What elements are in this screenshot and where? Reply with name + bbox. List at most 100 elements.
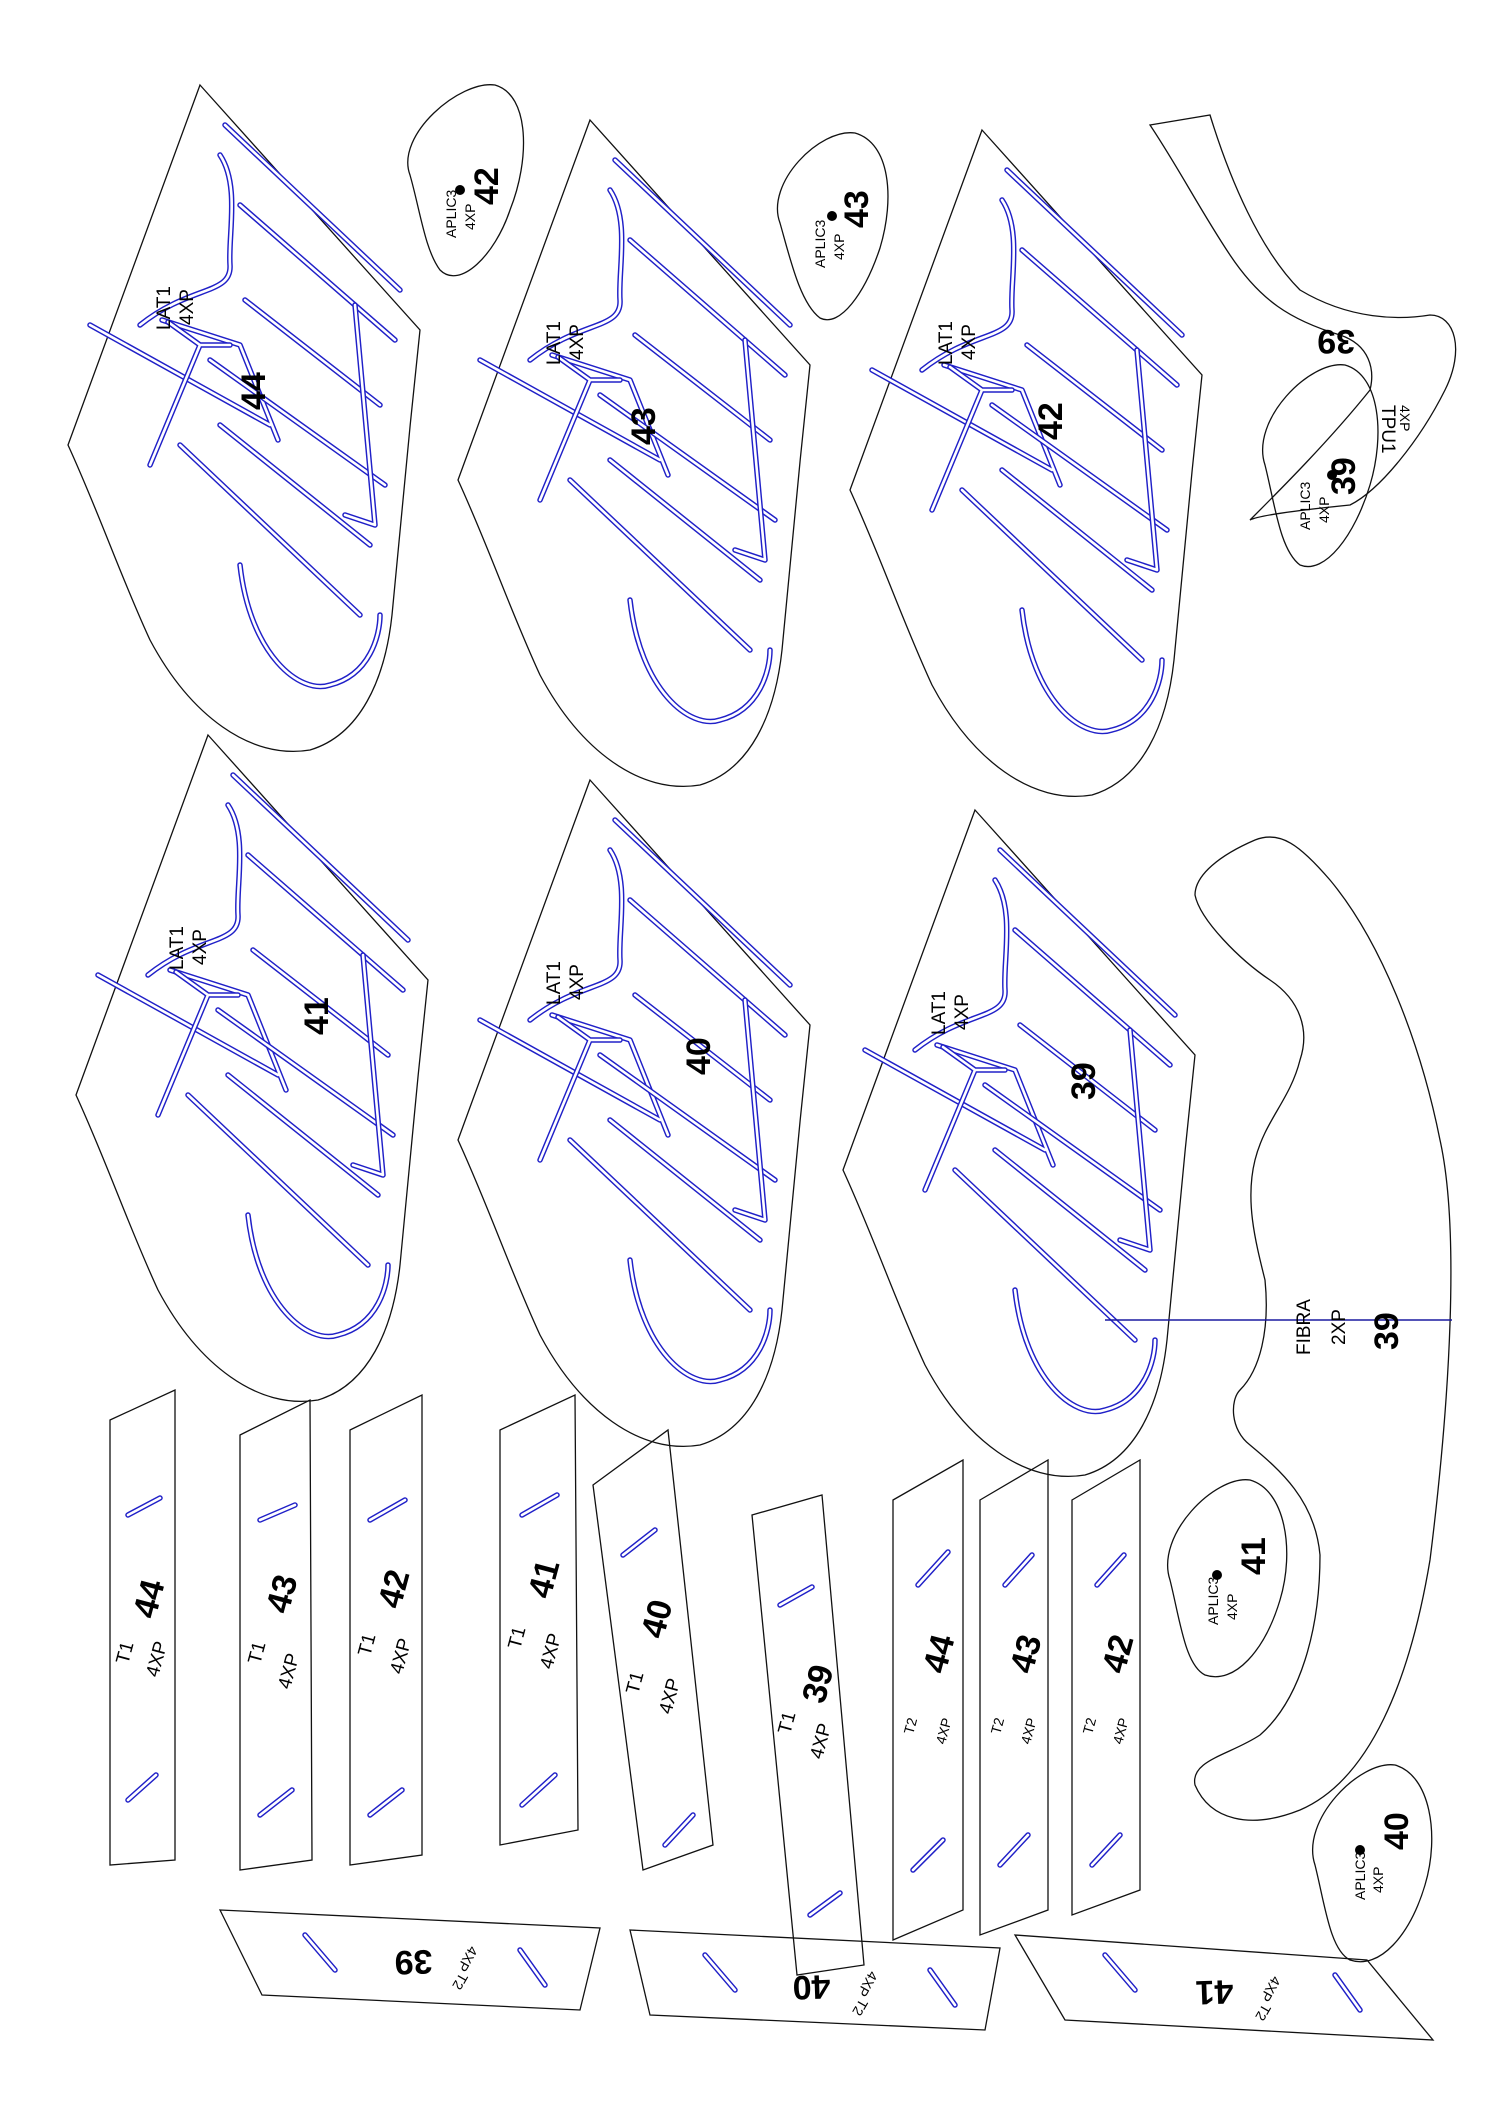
aplic3-piece-42: APLIC3 4XP 42 — [407, 84, 525, 277]
lat1-qty: 4XP — [952, 994, 973, 1030]
t2-label: T2 — [987, 1716, 1007, 1736]
t2-size: 39 — [394, 1942, 433, 1981]
t1-qty: 4XP — [275, 1651, 305, 1691]
t1-label: T1 — [113, 1639, 139, 1666]
t2-label: T2 — [1252, 2002, 1274, 2024]
lat1-piece-39: LAT1 4XP 39 — [843, 810, 1195, 1476]
t2-piece-42: T2 4XP 42 — [1071, 1458, 1142, 1916]
aplic3-dot — [1355, 1845, 1365, 1855]
lat1-piece-43: LAT1 4XP 43 — [458, 120, 810, 786]
aplic3-size: 42 — [468, 167, 506, 205]
lat1-label: LAT1 — [929, 991, 950, 1035]
t1-size: 41 — [521, 1556, 567, 1602]
t1-size: 44 — [126, 1576, 173, 1622]
t1-size: 40 — [634, 1596, 680, 1642]
tpu1-label: TPU1 — [1377, 405, 1398, 454]
tpu1-qty: 4XP — [1397, 405, 1413, 431]
t2-label: T2 — [1079, 1716, 1099, 1736]
aplic3-size: 41 — [1235, 1537, 1273, 1575]
fibra-piece: FIBRA 2XP 39 — [1105, 836, 1452, 1821]
lat1-label: LAT1 — [167, 926, 188, 970]
lat1-size: 44 — [235, 372, 273, 410]
t2-size: 43 — [1003, 1631, 1049, 1677]
t1-qty: 4XP — [143, 1639, 173, 1679]
t1-label: T1 — [245, 1639, 271, 1666]
lat1-piece-44: LAT1 4XP 44 — [68, 85, 420, 751]
t2-piece-44: T2 4XP 44 — [892, 1458, 964, 1941]
aplic3-qty: 4XP — [462, 204, 478, 230]
t1-piece-40: T1 4XP 40 — [592, 1428, 714, 1871]
t2-qty: 4XP — [1109, 1716, 1131, 1746]
t1-label: T1 — [355, 1631, 381, 1658]
lat1-label: LAT1 — [544, 961, 565, 1005]
aplic3-dot — [827, 211, 837, 221]
lat1-size: 41 — [298, 997, 336, 1035]
tpu1-size: 39 — [1317, 322, 1355, 360]
t2-size: 44 — [916, 1631, 963, 1677]
aplic3-size: 43 — [838, 190, 876, 228]
lat1-piece-42: LAT1 4XP 42 — [850, 130, 1202, 796]
lat1-qty: 4XP — [567, 324, 588, 360]
t2-qty: 4XP — [454, 1944, 481, 1975]
aplic3-piece-41: APLIC3 4XP 41 — [1167, 1479, 1288, 1678]
t2-qty: 4XP — [1017, 1716, 1039, 1746]
fibra-label: FIBRA — [1294, 1299, 1315, 1355]
aplic3-size: 40 — [1378, 1812, 1416, 1850]
lat1-label: LAT1 — [936, 321, 957, 365]
aplic3-dot — [455, 185, 465, 195]
t2-label: T2 — [449, 1971, 471, 1993]
t1-label: T1 — [623, 1669, 649, 1696]
t1-size: 39 — [795, 1661, 841, 1707]
aplic3-label: APLIC3 — [443, 190, 459, 238]
aplic3-dot — [1327, 470, 1337, 480]
aplic3-dot — [1212, 1570, 1222, 1580]
t1-qty: 4XP — [807, 1721, 837, 1761]
t2-qty: 4XP — [854, 1969, 881, 2000]
lat1-piece-40: LAT1 4XP 40 — [458, 780, 810, 1446]
lat1-label: LAT1 — [544, 321, 565, 365]
aplic3-piece-39: APLIC3 4XP 39 — [1262, 364, 1379, 568]
t1-qty: 4XP — [537, 1631, 567, 1671]
lat1-piece-41: LAT1 4XP 41 — [76, 735, 428, 1401]
t1-qty: 4XP — [656, 1676, 686, 1716]
tpu1-piece: 39 4XP TPU1 — [1148, 114, 1457, 521]
lat1-qty: 4XP — [190, 929, 211, 965]
t1-piece-42: T1 4XP 42 — [349, 1393, 423, 1866]
aplic3-piece-43: APLIC3 4XP 43 — [777, 132, 889, 321]
lat1-size: 42 — [1032, 402, 1070, 440]
lat1-qty: 4XP — [959, 324, 980, 360]
aplic3-qty: 4XP — [1316, 497, 1332, 523]
lat1-qty: 4XP — [567, 964, 588, 1000]
t2-qty: 4XP — [932, 1716, 954, 1746]
t1-piece-44: T1 4XP 44 — [109, 1388, 176, 1866]
lat1-label: LAT1 — [154, 286, 175, 330]
aplic3-label: APLIC3 — [1297, 482, 1313, 530]
t1-label: T1 — [775, 1709, 801, 1736]
t1-piece-43: T1 4XP 43 — [239, 1398, 313, 1871]
t2-size: 40 — [792, 1967, 831, 2006]
t2-piece-43: T2 4XP 43 — [979, 1458, 1050, 1936]
t1-piece-41: T1 4XP 41 — [499, 1393, 579, 1846]
t1-label: T1 — [505, 1624, 531, 1651]
t2-label: T2 — [849, 1997, 871, 2019]
aplic3-piece-40: APLIC3 4XP 40 — [1312, 1764, 1433, 1963]
aplic3-label: APLIC3 — [1352, 1852, 1368, 1900]
t1-qty: 4XP — [387, 1636, 417, 1676]
aplic3-qty: 4XP — [831, 234, 847, 260]
aplic3-label: APLIC3 — [812, 220, 828, 268]
t2-piece-41: 41 4XP T2 — [1013, 1934, 1435, 2041]
aplic3-qty: 4XP — [1370, 1867, 1386, 1893]
fibra-size: 39 — [1368, 1312, 1406, 1350]
fibra-qty: 2XP — [1329, 1309, 1350, 1345]
aplic3-label: APLIC3 — [1205, 1577, 1221, 1625]
t1-size: 42 — [371, 1566, 417, 1612]
lat1-size: 40 — [680, 1037, 718, 1075]
t2-piece-39: 39 4XP T2 — [218, 1909, 601, 2011]
lat1-size: 39 — [1065, 1062, 1103, 1100]
t1-size: 43 — [259, 1571, 305, 1617]
aplic3-size: 39 — [1325, 457, 1363, 495]
t2-qty: 4XP — [1257, 1974, 1284, 2005]
lat1-size: 43 — [625, 407, 663, 445]
t1-piece-39: T1 4XP 39 — [751, 1494, 865, 1976]
